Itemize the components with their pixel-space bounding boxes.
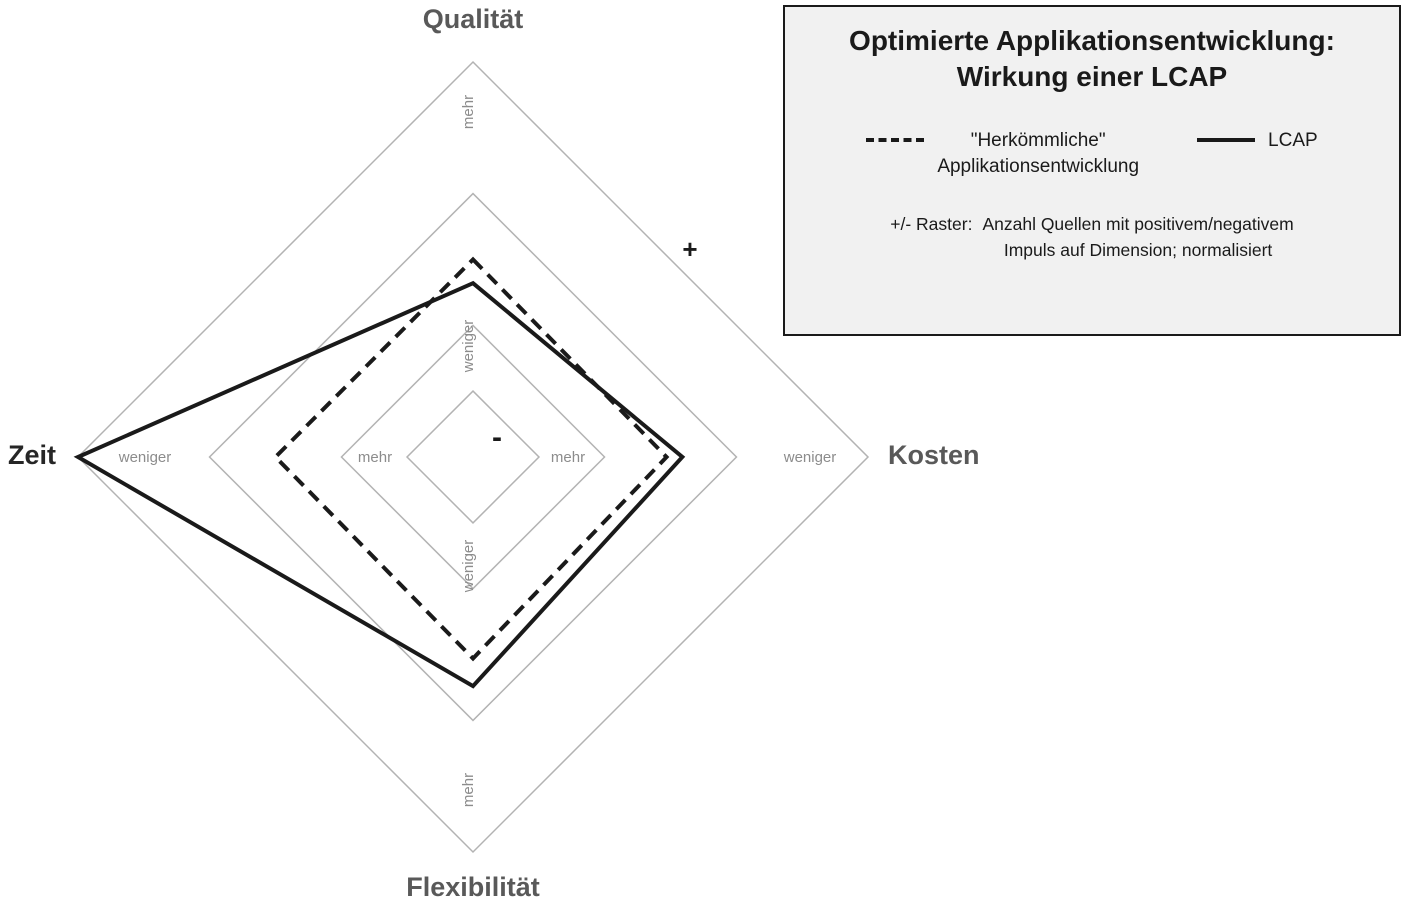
tick-kosten-outer: weniger — [783, 449, 837, 466]
legend-entry-lcap: LCAP — [1197, 128, 1318, 155]
axis-label-qualitaet: Qualität — [422, 4, 524, 34]
grid-ring — [405, 389, 541, 525]
legend-note-line1: Anzahl Quellen mit positivem/negativem — [982, 213, 1294, 234]
axis-label-flexibilitaet: Flexibilität — [406, 872, 540, 902]
tick-kosten-inner: mehr — [551, 449, 585, 466]
legend-entry-label-line2: Applikationsentwicklung — [937, 156, 1140, 178]
series-dashed — [272, 256, 670, 662]
legend-note-text: Anzahl Quellen mit positivem/negativem I… — [982, 211, 1293, 264]
legend-entry-label-line1: LCAP — [1268, 129, 1318, 151]
tick-flexibilitaet-outer: mehr — [460, 773, 477, 807]
tick-zeit-outer: weniger — [118, 449, 172, 466]
grid-ring — [208, 192, 738, 722]
legend-entry-label: LCAP — [1268, 128, 1318, 155]
tick-qualitaet-inner: weniger — [460, 320, 477, 374]
tick-zeit-inner: mehr — [358, 449, 392, 466]
axis-label-kosten: Kosten — [888, 440, 980, 470]
legend-entry-label: "Herkömmliche" Applikationsentwicklung — [937, 128, 1139, 181]
legend-title-line2: Wirkung einer LCAP — [956, 61, 1228, 93]
legend-entry-label-line1: "Herkömmliche" — [970, 129, 1106, 151]
radar-series — [73, 256, 686, 689]
legend-entry-herkoemmliche: "Herkömmliche" Applikationsentwicklung — [866, 128, 1139, 181]
legend-note-line2: Impuls auf Dimension; normalisiert — [1003, 240, 1273, 261]
legend-title-line1: Optimierte Applikationsentwicklung: — [849, 25, 1335, 56]
tick-qualitaet-outer: mehr — [460, 95, 477, 129]
grid-ring — [340, 324, 606, 590]
legend-entries: "Herkömmliche" Applikationsentwicklung L… — [785, 128, 1399, 181]
scale-minus-label: - — [492, 421, 502, 454]
dashed-line-sample-icon — [866, 137, 925, 142]
grid-ring — [76, 60, 870, 854]
solid-line-sample-icon — [1197, 137, 1256, 142]
legend-title: Optimierte Applikationsentwicklung: Wirk… — [785, 23, 1399, 96]
radar-grid — [76, 60, 870, 854]
axis-label-zeit: Zeit — [8, 440, 57, 470]
legend-note-label: +/- Raster: — [890, 213, 973, 234]
tick-flexibilitaet-inner: weniger — [460, 540, 477, 594]
legend-note: +/- Raster: Anzahl Quellen mit positivem… — [785, 211, 1399, 264]
series-solid — [73, 280, 686, 689]
scale-plus-label: + — [682, 234, 697, 264]
legend-box: Optimierte Applikationsentwicklung: Wirk… — [783, 5, 1401, 336]
